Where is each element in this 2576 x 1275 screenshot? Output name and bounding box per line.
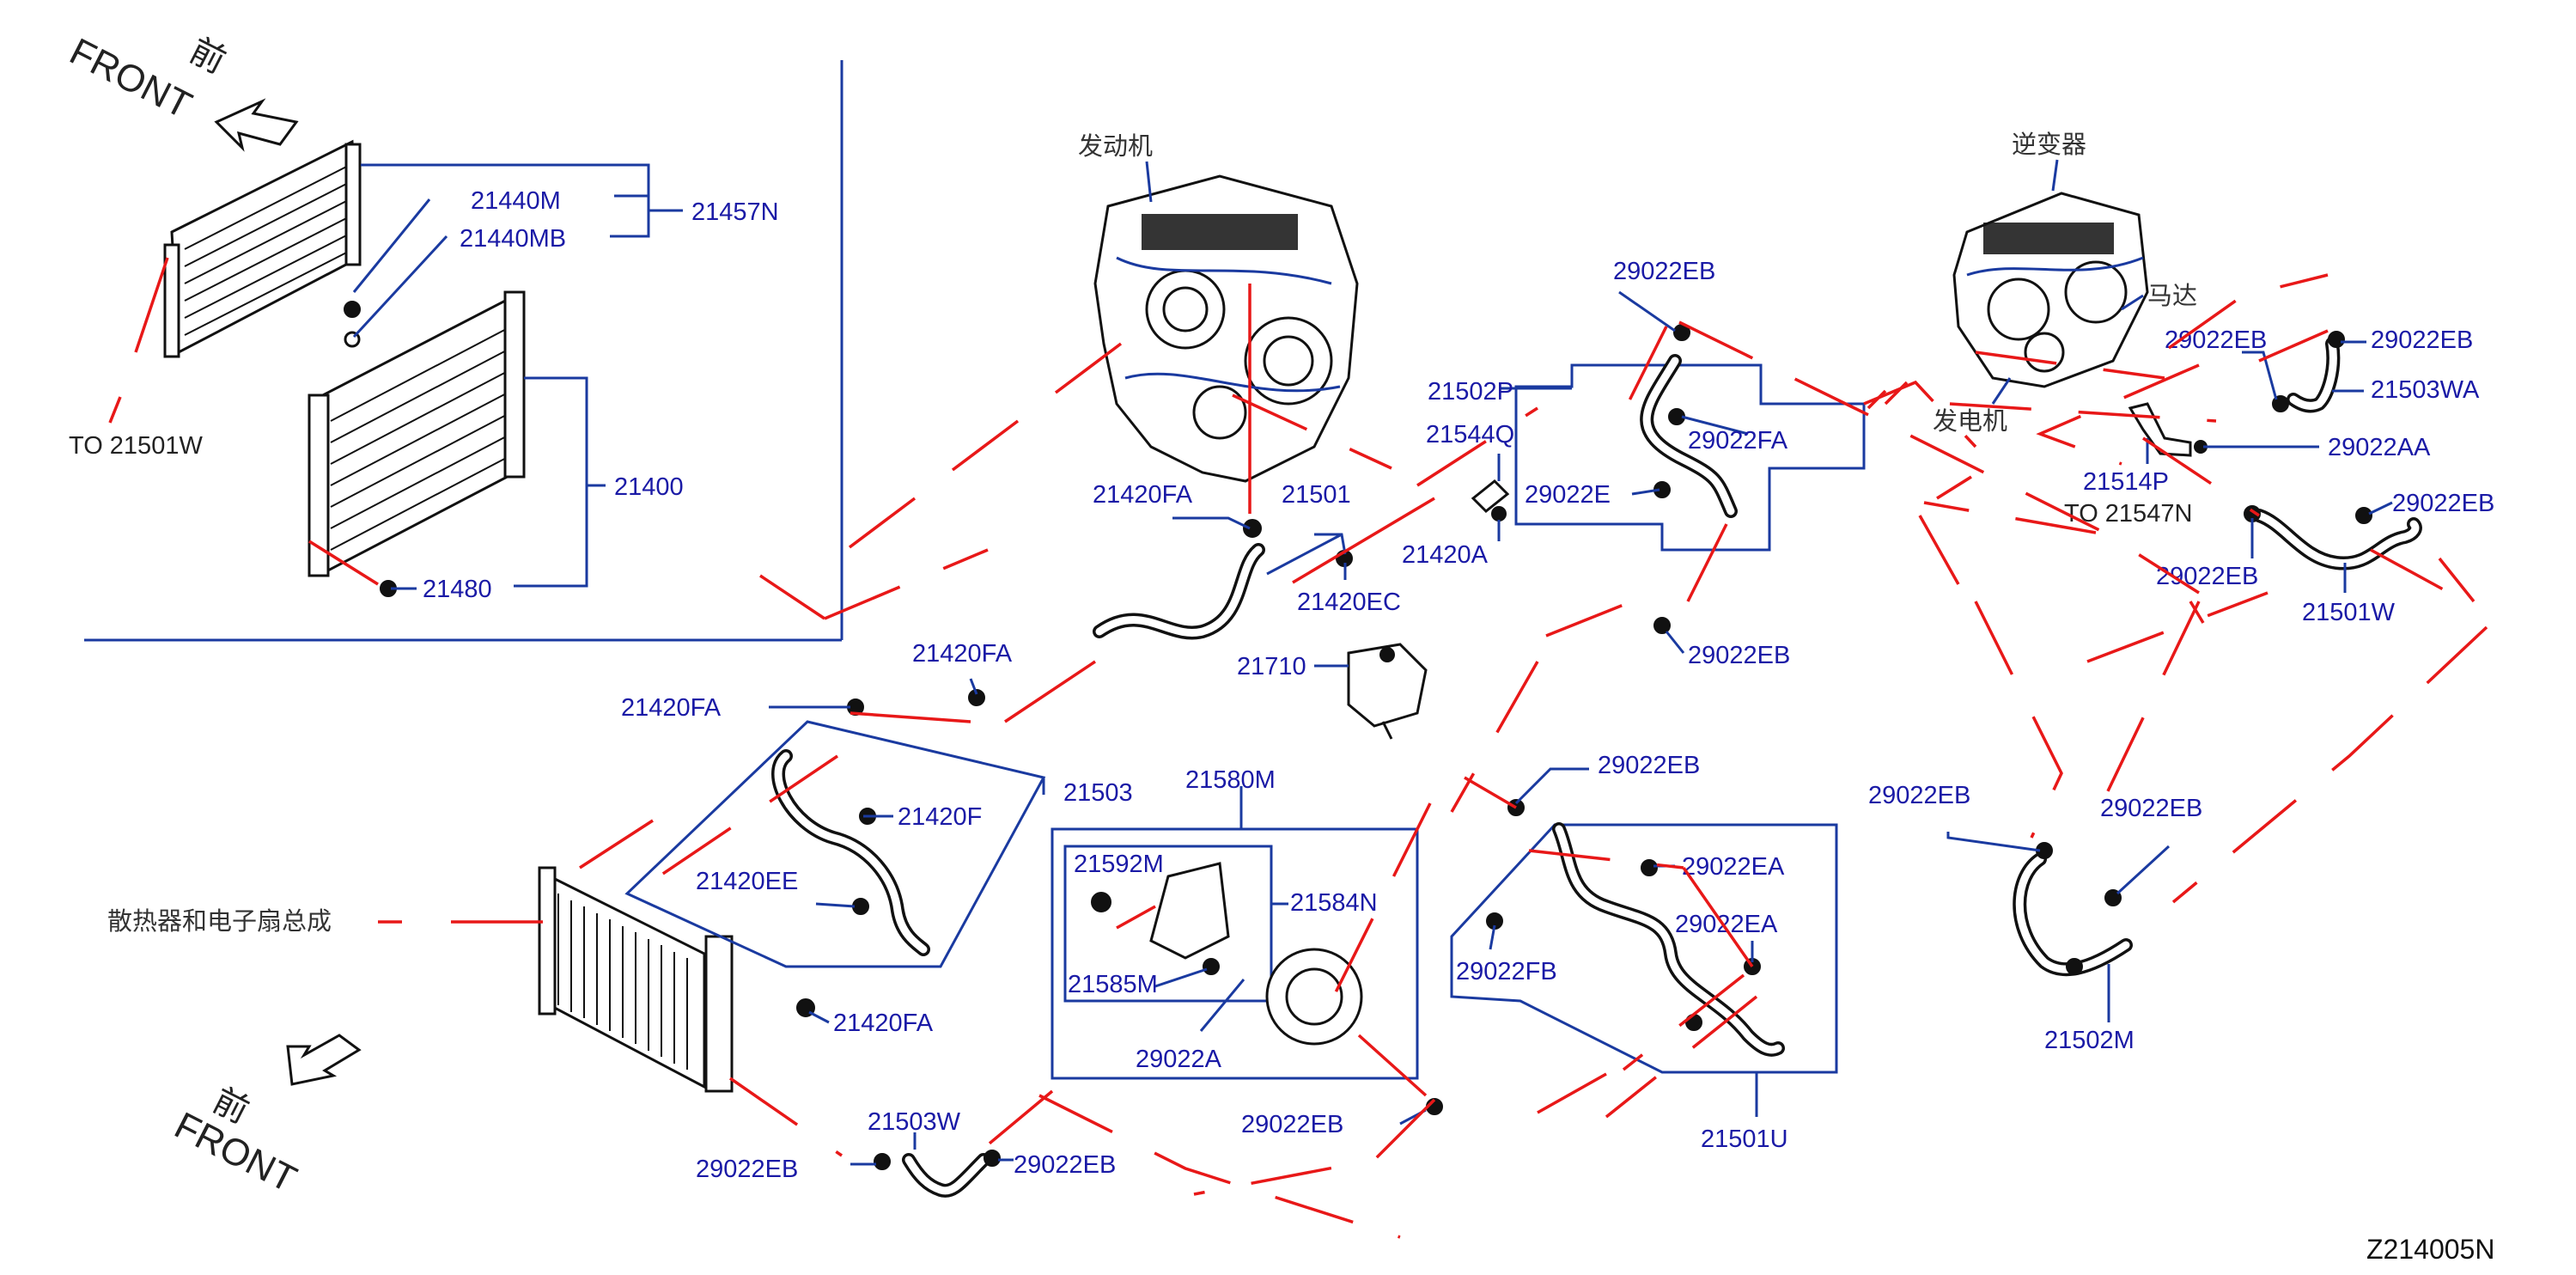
hose-21501	[1093, 516, 1353, 640]
part-29022a: 29022A	[1136, 1046, 1222, 1073]
part-21480: 21480	[423, 576, 492, 603]
part-21710: 21710	[1237, 653, 1306, 680]
front-arrow-bottom: 前 FRONT	[167, 1034, 362, 1201]
part-21502p: 21502P	[1428, 378, 1513, 406]
front-label-top: FRONT	[63, 30, 198, 126]
front-arrow-top-icon	[214, 98, 299, 152]
part-21544q: 21544Q	[1426, 421, 1514, 448]
hose-21501w	[2244, 501, 2422, 593]
part-21514p: 21514P	[2083, 468, 2169, 496]
label-generator: 发电机	[1933, 406, 2007, 436]
part-29022eb-501u: 29022EB	[1598, 752, 1700, 779]
part-21420ec: 21420EC	[1297, 589, 1401, 616]
part-29022fb: 29022FB	[1456, 958, 1557, 985]
part-29022eb-pump: 29022EB	[1241, 1111, 1343, 1138]
part-21420fa-mid: 21420FA	[912, 640, 1013, 668]
part-21502m: 21502M	[2044, 1027, 2134, 1054]
hose-21503wa	[2242, 331, 2366, 413]
part-21420fa-rad: 21420FA	[833, 1010, 934, 1037]
part-21501w: 21501W	[2302, 599, 2396, 626]
part-21501: 21501	[1282, 481, 1351, 509]
front-cn-label-top: 前	[183, 31, 232, 82]
part-29022eb-top: 29022EB	[1613, 258, 1715, 285]
front-arrow-bottom-icon	[286, 1034, 362, 1086]
inset-radiator-upper	[163, 139, 362, 358]
part-21503: 21503	[1063, 779, 1133, 807]
label-motor: 马达	[2147, 281, 2197, 310]
inset-callouts	[108, 163, 683, 590]
hose-21503w	[850, 1132, 1014, 1198]
part-29022eb-503w-right: 29022EB	[1014, 1151, 1116, 1179]
hose-21502p	[1471, 290, 1866, 552]
part-29022eb-503w-left: 29022EB	[696, 1156, 798, 1183]
part-21420f: 21420F	[898, 803, 982, 831]
part-29022eb-502p: 29022EB	[1688, 642, 1790, 669]
part-21457n: 21457N	[691, 198, 779, 226]
inset-radiator-lower	[308, 290, 526, 597]
hose-21501u	[1450, 767, 1838, 1117]
water-pump-assembly	[1050, 786, 1428, 1097]
reservoir-21710	[1314, 643, 1428, 740]
part-29022eb-inv3: 29022EB	[2392, 490, 2494, 517]
radiator-fan-assembly	[538, 866, 815, 1093]
hose-21514p	[2128, 402, 2319, 464]
part-29022e: 29022E	[1525, 481, 1611, 509]
part-29022ea-2: 29022EA	[1675, 911, 1778, 938]
engine-illustration	[1093, 174, 1359, 514]
part-21501u: 21501U	[1701, 1126, 1788, 1153]
part-29022fa: 29022FA	[1688, 427, 1788, 454]
part-21440m: 21440M	[471, 187, 561, 215]
part-29022eb-502m-right: 29022EB	[2100, 795, 2202, 822]
part-29022eb-502m-left: 29022EB	[1868, 782, 1970, 809]
diagram-code: Z214005N	[2366, 1234, 2494, 1265]
part-21420ee: 21420EE	[696, 868, 798, 895]
part-21420fa-engine: 21420FA	[1093, 481, 1193, 509]
part-29022aa: 29022AA	[2328, 434, 2431, 461]
hose-21502m	[1946, 832, 2171, 1022]
part-29022eb-inv2: 29022EB	[2371, 326, 2473, 354]
part-29022ea-1: 29022EA	[1682, 853, 1785, 881]
part-21580m: 21580M	[1185, 766, 1276, 794]
inverter-motor-illustration	[1952, 192, 2149, 388]
label-inverter: 逆变器	[2012, 130, 2086, 159]
front-arrow-top: FRONT 前	[63, 30, 299, 152]
label-engine: 发动机	[1078, 131, 1153, 161]
part-21585m: 21585M	[1068, 971, 1158, 998]
part-21420fa-left: 21420FA	[621, 694, 722, 722]
part-21503wa: 21503WA	[2371, 376, 2480, 404]
part-21584n: 21584N	[1290, 889, 1378, 917]
ref-to-21501w: TO 21501W	[69, 432, 203, 460]
part-21420a: 21420A	[1402, 541, 1489, 569]
part-21400: 21400	[614, 473, 684, 501]
coolant-flow-lines	[579, 273, 2488, 1239]
part-21503w: 21503W	[868, 1108, 961, 1136]
part-21440mb: 21440MB	[460, 225, 566, 253]
part-21592m: 21592M	[1074, 851, 1164, 878]
label-radiator-assembly: 散热器和电子扇总成	[107, 906, 332, 936]
hose-21503	[624, 678, 1046, 968]
inset-frame	[84, 60, 843, 642]
